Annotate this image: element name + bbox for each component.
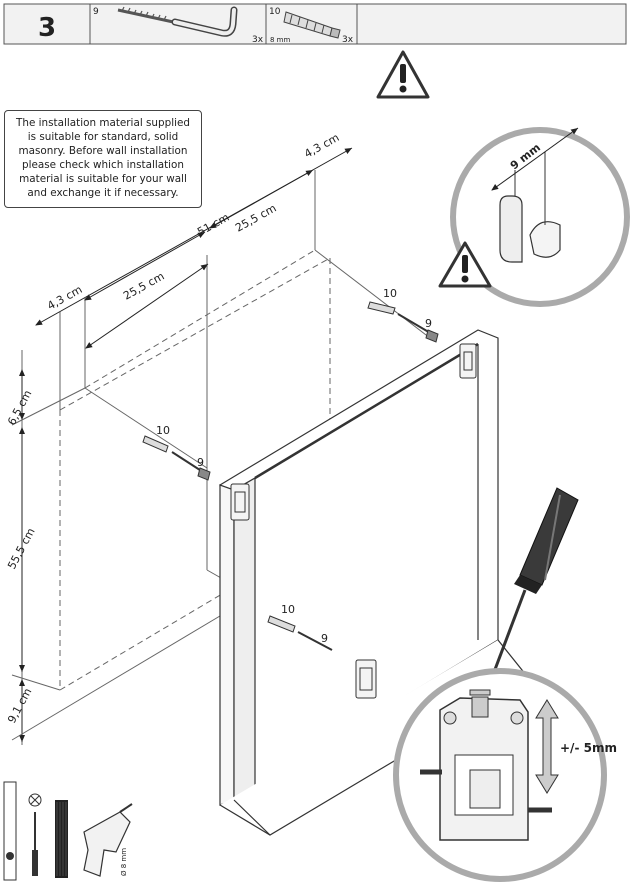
warning-triangle-small-icon xyxy=(438,241,492,288)
note-line: material is suitable for your wall xyxy=(19,173,187,185)
top-dimensions xyxy=(35,147,353,410)
wall-plug-icon xyxy=(283,11,341,39)
screwdriver-tool-icon xyxy=(32,812,38,876)
warning-triangle-icon xyxy=(376,50,430,99)
no-hand-tool-icon xyxy=(28,793,42,807)
bracket-left xyxy=(230,483,250,521)
dim-top-total: 51 cm xyxy=(195,211,231,239)
bracket-bottom xyxy=(355,659,377,699)
plug-left xyxy=(142,435,211,481)
label-9-bottom: 9 xyxy=(321,632,328,645)
drill-bits-icon xyxy=(55,800,68,878)
label-9-top: 9 xyxy=(425,317,432,330)
part-9-qty: 3x xyxy=(252,35,264,45)
note-line: The installation material supplied xyxy=(16,117,190,129)
screw-hook-icon xyxy=(117,6,238,37)
label-10-left: 10 xyxy=(156,424,170,437)
power-drill-icon xyxy=(83,803,133,877)
part-9-label: 9 xyxy=(93,7,99,17)
dim-top-half-right: 25,5 cm xyxy=(233,202,278,235)
plug-bottom xyxy=(267,615,333,651)
dim-top-edge-left: 4,3 cm xyxy=(45,283,84,313)
note-line: please check which installation xyxy=(21,159,185,171)
bracket-top xyxy=(459,343,477,379)
detail-bracket-circle xyxy=(393,668,607,882)
step-number: 3 xyxy=(38,13,56,43)
dim-top-edge-right: 4,3 cm xyxy=(302,131,341,161)
part-10-qty: 3x xyxy=(342,35,354,45)
dim-side-top: 6,5 cm xyxy=(5,388,34,427)
drill-bit-size: Ø 8 mm xyxy=(120,848,128,876)
dim-side-mid: 55,5 cm xyxy=(5,526,37,572)
note-line: and exchange it if necessary. xyxy=(27,187,179,199)
header-bar: 3 9 3x 10 8 mm 3x xyxy=(3,3,627,45)
plug-top-right xyxy=(367,301,439,343)
note-line: is suitable for standard, solid xyxy=(27,131,179,143)
note-line: masonry. Before wall installation xyxy=(18,145,188,157)
label-10-top: 10 xyxy=(383,287,397,300)
part-10-size: 8 mm xyxy=(270,36,290,44)
label-10-bottom: 10 xyxy=(281,603,295,616)
side-dimensions xyxy=(11,350,231,745)
tools-strip xyxy=(3,781,133,881)
label-9-left: 9 xyxy=(197,456,204,469)
installation-note: The installation material supplied is su… xyxy=(4,110,202,208)
detail-hook-circle xyxy=(450,127,630,307)
dim-side-bottom: 9,1 cm xyxy=(5,686,34,725)
part-10-label: 10 xyxy=(269,7,281,17)
adjust-range-label: +/- 5mm xyxy=(560,741,617,755)
